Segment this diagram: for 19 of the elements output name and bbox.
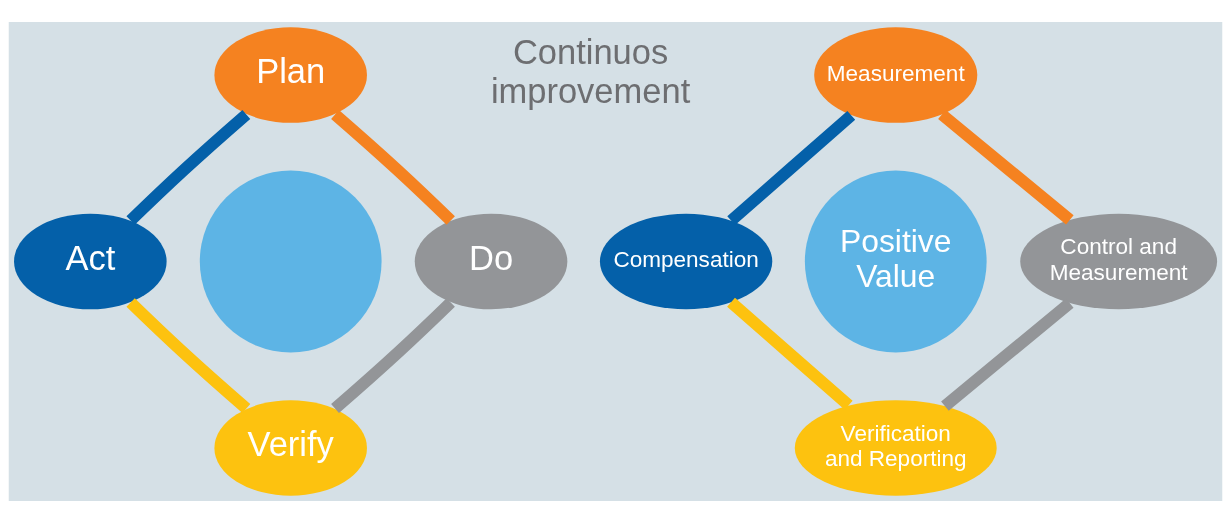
connector xyxy=(941,298,1074,411)
connector xyxy=(126,109,251,225)
node-ellipse: Control and Measurement xyxy=(1020,213,1218,310)
node-circle: Positive Value xyxy=(804,170,987,353)
node-ellipse: Plan xyxy=(214,27,367,123)
node-ellipse: Do xyxy=(414,213,568,310)
connector xyxy=(727,110,856,226)
node-ellipse: Measurement xyxy=(814,27,978,123)
connector xyxy=(331,109,455,225)
label: Continuos improvement xyxy=(490,33,691,110)
node-circle xyxy=(199,170,382,353)
node-ellipse: Compensation xyxy=(599,213,773,310)
connector xyxy=(126,298,251,414)
connector xyxy=(938,109,1074,225)
node-ellipse: Verify xyxy=(214,400,367,496)
node-ellipse: Act xyxy=(14,213,167,310)
connector xyxy=(331,298,455,414)
connector xyxy=(727,297,853,410)
node-ellipse: Verification and Reporting xyxy=(794,400,997,496)
